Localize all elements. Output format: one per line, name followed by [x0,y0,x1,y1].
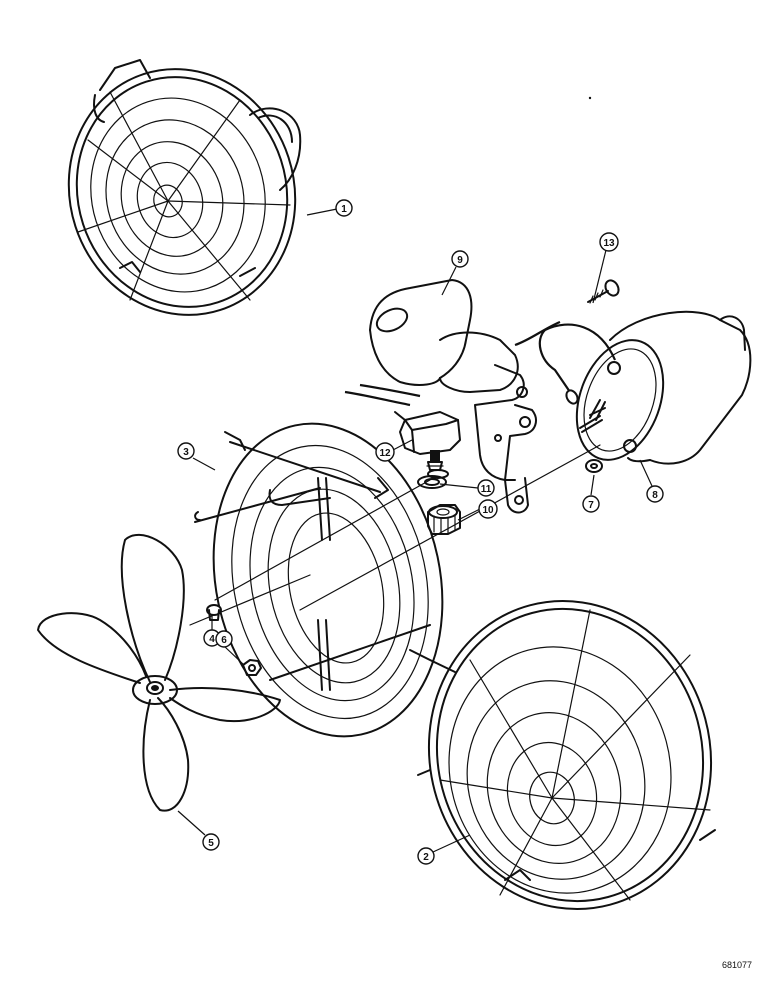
leader-lines [177,208,653,853]
motor [514,310,752,465]
callout-1: 1 [335,199,353,217]
callout-label-9: 9 [457,255,463,266]
washer [585,459,603,473]
nut [427,504,461,535]
callout-3: 3 [177,442,195,460]
fan-blade [37,533,281,812]
callout-label-11: 11 [481,484,492,495]
callout-7: 7 [582,495,600,513]
callout-label-10: 10 [482,505,494,516]
callout-6: 6 [215,630,233,648]
callout-label-1: 1 [341,204,347,215]
screw-4 [206,604,222,621]
nut-6 [242,659,262,676]
callout-10: 10 [478,499,498,519]
callout-2: 2 [417,847,435,865]
switch [394,411,461,471]
callout-13: 13 [599,232,619,252]
motor-bracket [344,279,537,514]
callout-label-12: 12 [379,448,391,459]
screw [587,279,620,304]
callout-8: 8 [646,485,664,503]
front-guard [427,599,716,911]
callout-11: 11 [477,479,495,497]
callout-label-7: 7 [588,500,594,511]
callout-9: 9 [451,250,469,268]
callout-5: 5 [202,833,220,851]
callout-label-13: 13 [603,238,615,249]
callout-label-8: 8 [652,490,658,501]
rear-guard [194,422,456,776]
assembled-fan [67,59,302,316]
callout-label-2: 2 [423,852,429,863]
callout-12: 12 [375,442,395,462]
callout-label-4: 4 [209,634,215,645]
callout-label-6: 6 [221,635,227,646]
callout-label-3: 3 [183,447,189,458]
lock-washer [417,469,449,489]
reference-code: 681077 [722,960,752,970]
callout-label-5: 5 [208,838,214,849]
